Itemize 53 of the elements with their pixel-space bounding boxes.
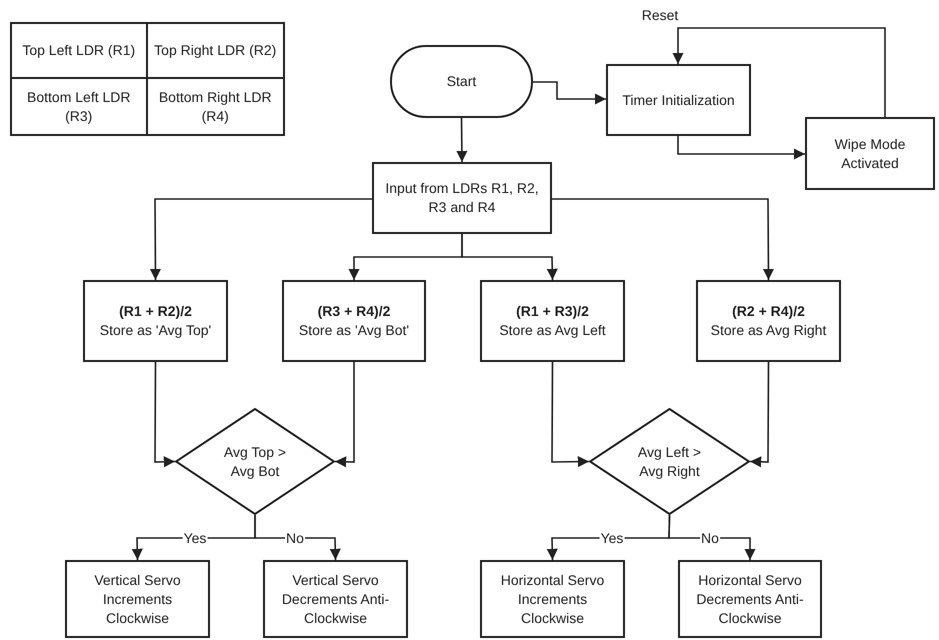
- node-text: Avg Top > Avg Bot: [222, 442, 288, 480]
- node-text: (R3 + R4)/2: [318, 302, 390, 321]
- table-cell: Bottom Left LDR (R3): [12, 79, 148, 134]
- process-box: [606, 64, 751, 136]
- node-text: Store as Avg Right: [710, 321, 826, 340]
- node-text: Horizontal Servo Increments Clockwise: [500, 570, 606, 628]
- decision-diamond: [175, 408, 335, 515]
- node-text: Vertical Servo Increments Clockwise: [93, 570, 182, 628]
- arrow: [677, 136, 805, 160]
- node-text: Avg Left > Avg Right: [636, 442, 702, 480]
- node-text: (R1 + R3)/2: [516, 302, 589, 321]
- node-text: Horizontal Servo Decrements Anti-Clockwise: [695, 570, 805, 628]
- process-box: [480, 280, 625, 362]
- edge-label: No: [285, 530, 305, 546]
- arrow: [461, 234, 558, 280]
- edge-label: Yes: [182, 530, 208, 546]
- process-box: [696, 280, 841, 362]
- process-box: [65, 560, 210, 638]
- arrow: [334, 362, 355, 468]
- table-cell: Top Right LDR (R2): [148, 24, 283, 79]
- node-text: Start: [446, 72, 476, 91]
- node-text: Input from LDRs R1, R2, R3 and R4: [384, 179, 540, 217]
- node-text: (R2 + R4)/2: [732, 302, 805, 321]
- arrow: [154, 362, 176, 468]
- edge-label: Reset: [640, 7, 680, 23]
- node-text: (R1 + R2)/2: [119, 302, 192, 321]
- node-text: Store as Avg Left: [499, 321, 606, 340]
- process-box: [263, 560, 408, 638]
- edge-label: No: [700, 530, 720, 546]
- arrow: [672, 27, 886, 117]
- process-box: [805, 117, 935, 190]
- arrow: [750, 362, 770, 468]
- arrow: [668, 514, 756, 560]
- arrow: [456, 118, 468, 162]
- arrow: [533, 81, 606, 105]
- process-box: [480, 560, 625, 638]
- table-cell: Top Left LDR (R1): [12, 24, 148, 79]
- node-text: Store as 'Avg Bot': [298, 321, 410, 340]
- node-text: Store as 'Avg Top': [100, 321, 212, 340]
- table-cell-text: Bottom Right LDR (R4): [158, 88, 273, 126]
- node-text: Wipe Mode Activated: [834, 134, 906, 172]
- process-box: [83, 280, 228, 362]
- arrow: [552, 198, 774, 280]
- process-box: [678, 560, 822, 638]
- arrow: [150, 198, 372, 280]
- arrow: [551, 362, 590, 468]
- decision-diamond: [589, 408, 750, 515]
- process-box: [282, 280, 426, 362]
- edge-label: Yes: [600, 530, 624, 546]
- node-text: Vertical Servo Decrements Anti-Clockwise: [280, 570, 390, 628]
- arrow: [254, 515, 341, 560]
- process-box: [372, 162, 552, 234]
- node-text: Timer Initialization: [622, 90, 735, 110]
